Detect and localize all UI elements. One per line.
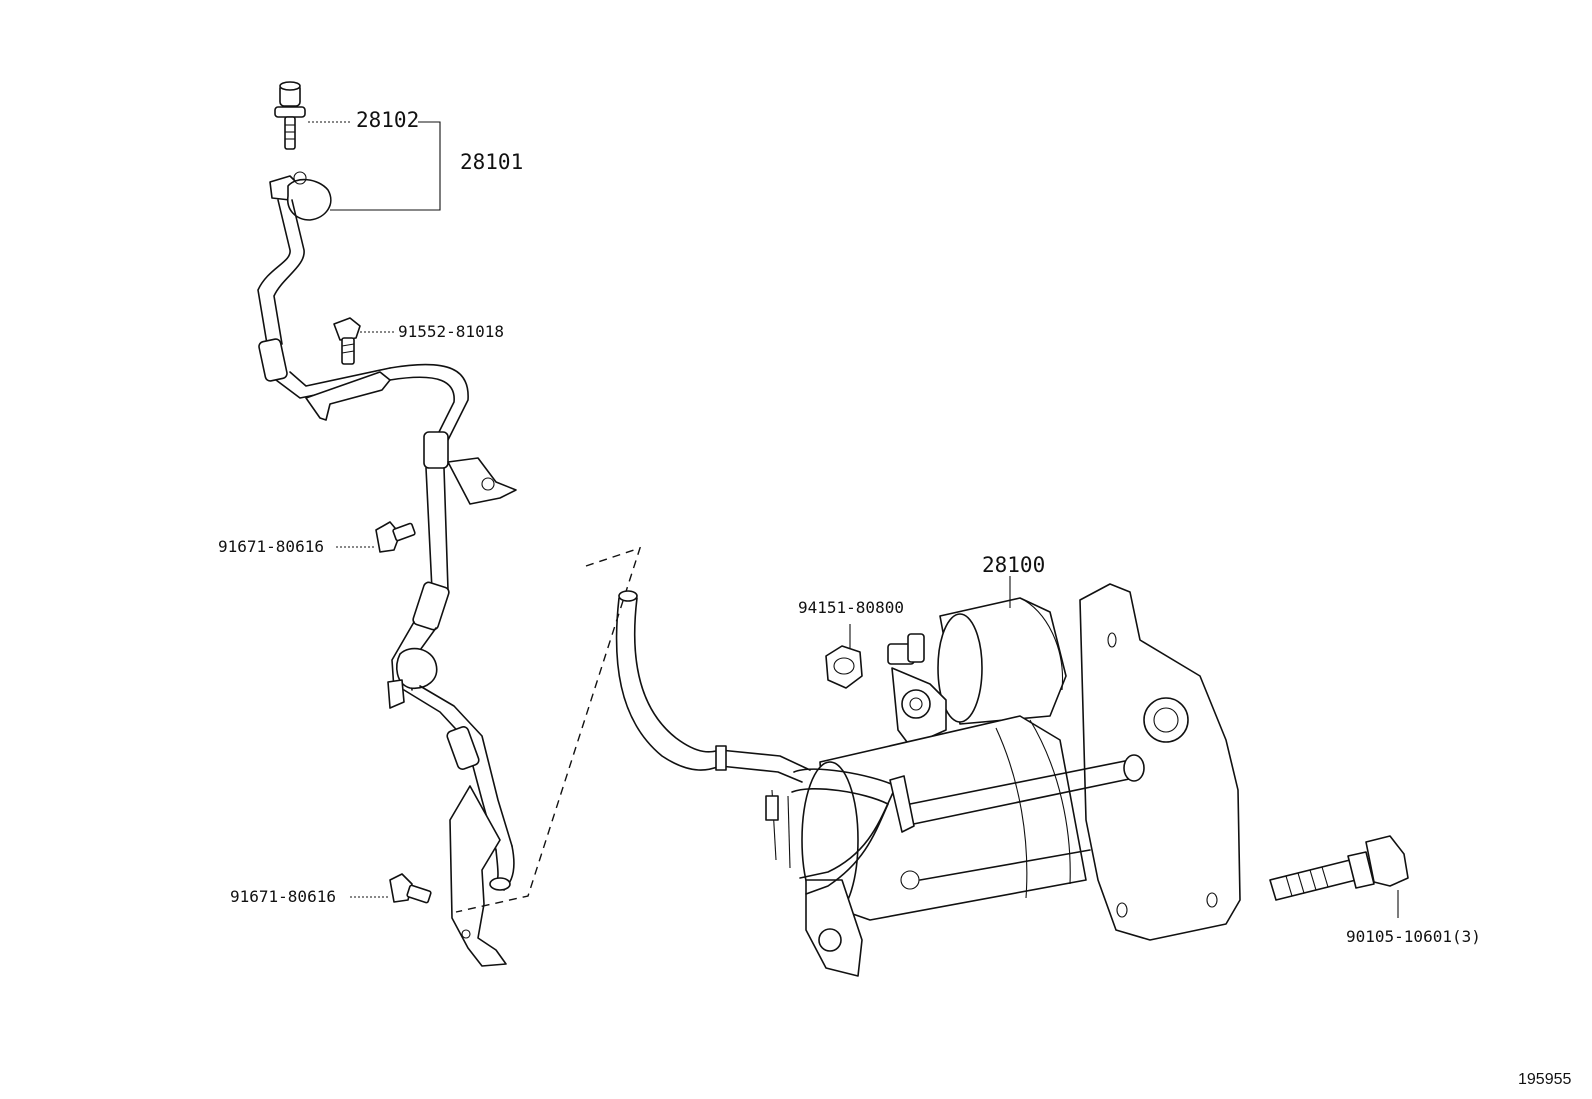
sensor-hose-assembly-28101 [257,171,517,967]
callout-91671-80616-lower: 91671-80616 [230,887,336,906]
bolt-91671-80616-lower [389,873,432,904]
diagram-reference-number: 195955 [1518,1071,1572,1088]
callout-94151-80800: 94151-80800 [798,598,904,617]
bolt-91671-80616-upper [375,521,416,553]
callout-91671-80616-upper: 91671-80616 [218,537,324,556]
callout-91552-81018: 91552-81018 [398,322,504,341]
bolt-90105-10601 [1269,835,1409,901]
starter-motor-28100 [765,583,1241,977]
callout-28100: 28100 [982,553,1046,577]
nut-94151-80800 [825,645,863,689]
callout-90105-10601: 90105-10601(3) [1346,927,1481,946]
callout-28102: 28102 [356,108,420,132]
starter-hose [615,590,811,783]
plug-bolt-28102 [274,81,306,150]
callout-28101: 28101 [460,150,524,174]
leader-lines [308,121,1399,918]
bolt-91552-81018 [333,317,361,365]
hose-routing-outline [455,546,642,913]
